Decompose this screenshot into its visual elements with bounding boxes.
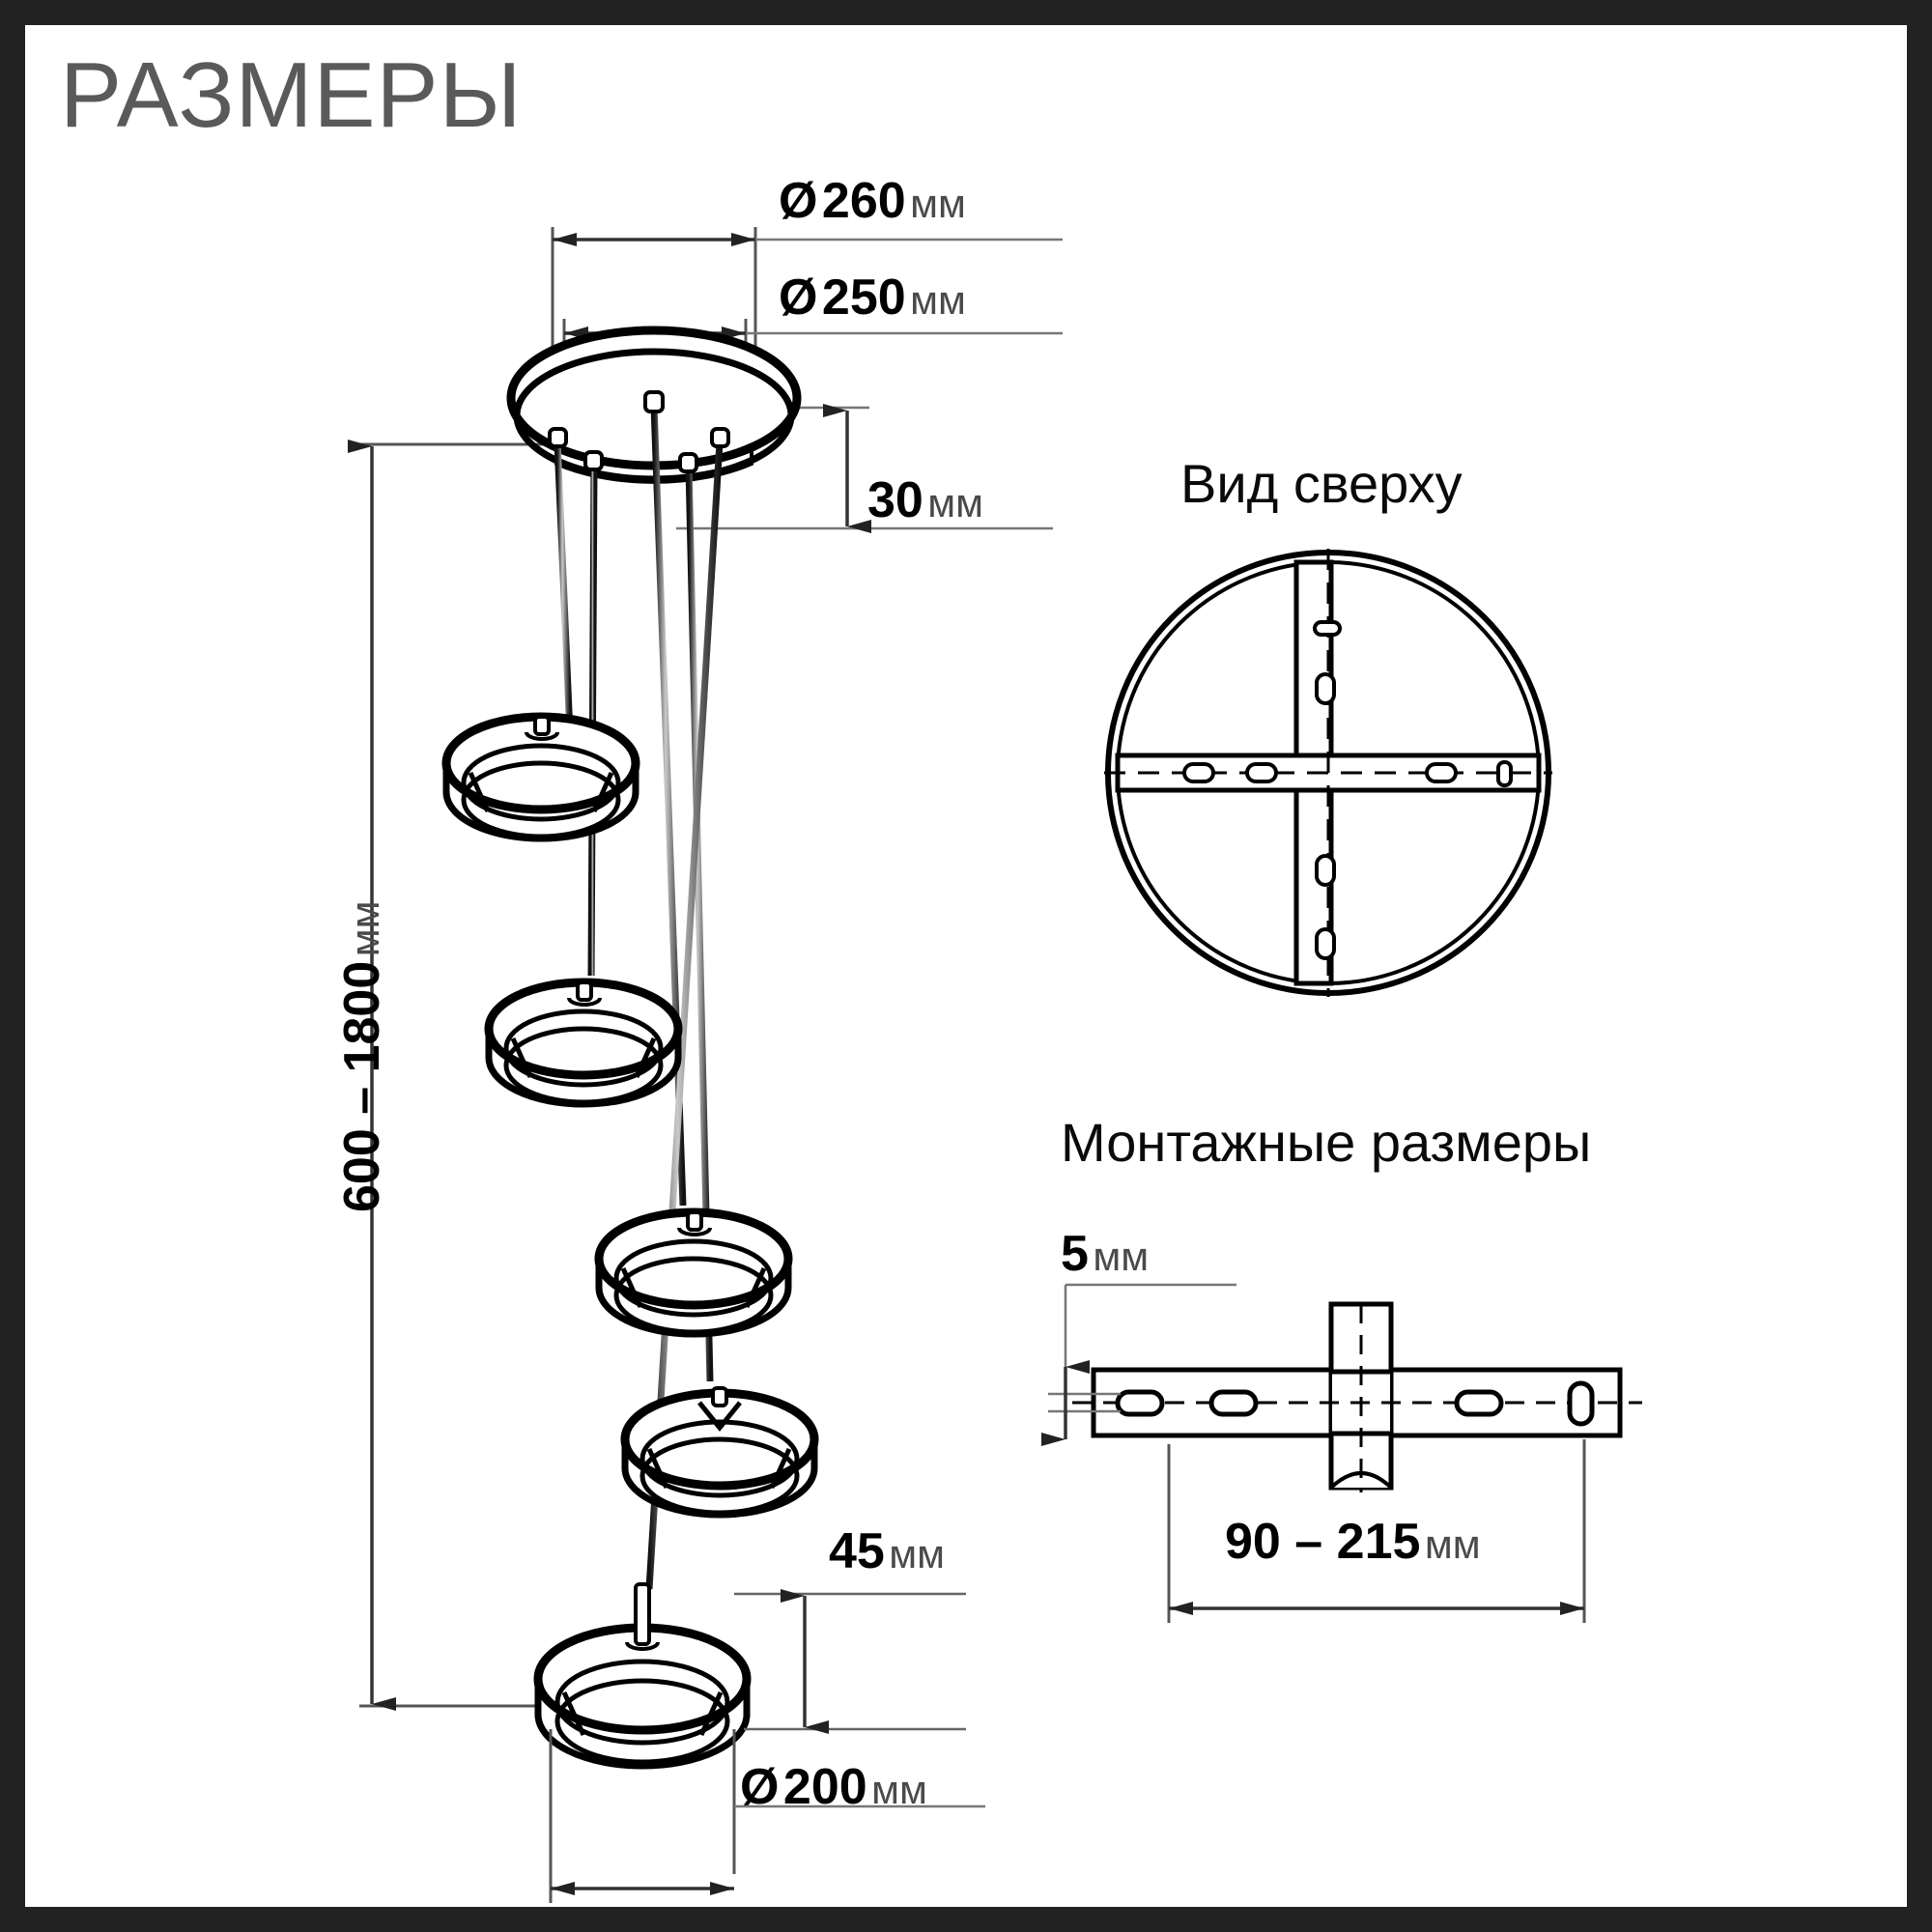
- dim-label-mounting-span: 90 – 215 мм: [1225, 1513, 1481, 1571]
- main-elevation-group: [348, 227, 1063, 1903]
- dim-ext-lines-span: [1167, 1439, 1586, 1623]
- pendant-shade-3: [594, 1208, 793, 1338]
- top-view-horizontal-slots: [1182, 760, 1513, 787]
- dim-value-mounting-span: 90 – 215: [1225, 1514, 1421, 1570]
- pendant-shade-5: [533, 1582, 752, 1770]
- pendant-shade-4: [620, 1386, 819, 1519]
- mounting-detail-group: [1041, 1283, 1642, 1623]
- dim-label-suspension-height: 600 – 1800 мм: [333, 901, 391, 1212]
- dim-value-outer-diameter: 260: [821, 173, 906, 229]
- dim-ext-lines-45: [734, 1592, 966, 1731]
- page-title: РАЗМЕРЫ: [60, 43, 523, 147]
- dim-label-plate-thickness: 30 мм: [867, 471, 983, 529]
- dim-value-shade-height: 45: [829, 1523, 885, 1579]
- dim-unit-outer-diameter: мм: [910, 181, 966, 226]
- mounting-bracket-slots: [1115, 1380, 1595, 1427]
- pendant-shade-2: [484, 978, 683, 1108]
- dim-value-shade-diameter: 200: [782, 1759, 867, 1815]
- dim-label-shade-height: 45 мм: [829, 1522, 945, 1580]
- dim-value-suspension-height: 600 – 1800: [334, 960, 390, 1212]
- mounting-view-title: Монтажные размеры: [1061, 1112, 1592, 1173]
- dim-label-bracket-thickness: 5 мм: [1061, 1225, 1149, 1283]
- diameter-symbol-icon: Ø: [779, 270, 818, 326]
- dim-value-bracket-thickness: 5: [1061, 1226, 1089, 1282]
- dim-unit-suspension-height: мм: [342, 900, 387, 957]
- dim-value-inner-diameter: 250: [821, 270, 906, 326]
- pendant-shade-1: [441, 712, 640, 842]
- dim-unit-plate-thickness: мм: [927, 480, 984, 526]
- dim-unit-shade-height: мм: [889, 1531, 946, 1577]
- diameter-symbol-icon: Ø: [740, 1759, 780, 1815]
- dim-unit-shade-diameter: мм: [871, 1767, 927, 1812]
- top-view-title: Вид сверху: [1180, 453, 1463, 514]
- top-view-group: [1104, 549, 1552, 997]
- dim-label-outer-diameter: Ø 260 мм: [779, 172, 966, 230]
- dim-label-inner-diameter: Ø 250 мм: [779, 269, 966, 327]
- dim-unit-bracket-thickness: мм: [1093, 1234, 1150, 1279]
- dim-value-plate-thickness: 30: [867, 472, 923, 528]
- dim-unit-inner-diameter: мм: [910, 277, 966, 323]
- dim-unit-mounting-span: мм: [1424, 1521, 1481, 1567]
- diameter-symbol-icon: Ø: [779, 173, 818, 229]
- top-view-vertical-slots: [1313, 620, 1342, 960]
- dim-label-shade-diameter: Ø 200 мм: [740, 1758, 927, 1816]
- dim-ext-lines-200: [549, 1729, 736, 1903]
